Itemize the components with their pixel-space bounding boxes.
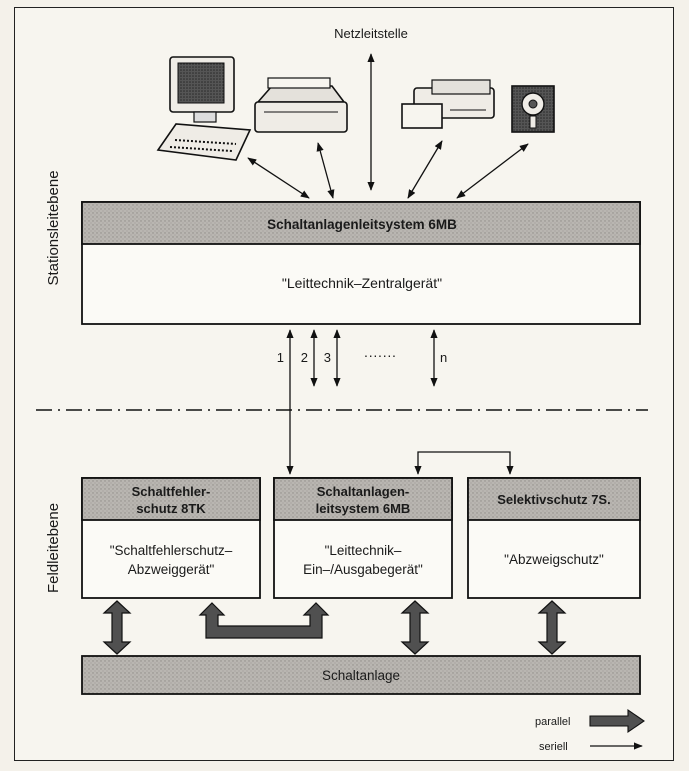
switchgear-label: Schaltanlage [322,668,400,683]
printer-icon [254,77,348,133]
channel-label-3: 3 [324,350,331,365]
field-box-interlocking [81,477,261,599]
field-level-label: Feldleitebene [45,503,62,593]
legend-parallel-arrow [589,708,645,734]
field-box-1-body-line-1: "Schaltfehlerschutz– [110,543,233,558]
field-box-2-title-line-2: leitsystem 6MB [316,501,411,516]
legend-serial-label: seriell [539,741,568,753]
field-box-3-title: Selektivschutz 7S. [497,492,610,507]
central-system-box [81,201,641,325]
parallel-arrows-to-switchgear [102,600,567,655]
serial-link-box2-box3 [414,451,514,475]
station-level-label: Stationsleitebene [45,170,62,285]
parallel-link-box1-box2 [198,602,330,639]
central-system-subtitle: "Leittechnik–Zentralgerät" [282,275,442,291]
field-box-1-title-line-1: Schaltfehler- [132,484,211,499]
legend-parallel-label: parallel [535,716,570,728]
recorder-icon [401,79,495,129]
device-connection-arrows [247,53,529,199]
channel-label-1: 1 [277,350,284,365]
field-box-2-body-line-1: "Leittechnik– [325,543,402,558]
switchgear-bar [81,655,641,695]
field-box-2-body-line-2: Ein–/Ausgabegerät" [303,562,423,577]
field-box-2-title-line-1: Schaltanlagen- [317,484,409,499]
central-system-title: Schaltanlagenleitsystem 6MB [267,217,457,232]
field-box-3-body: "Abzweigschutz" [504,552,604,567]
channel-label-2: 2 [301,350,308,365]
channel-dots: ······· [364,347,397,363]
channel-label-n: n [440,350,447,365]
field-box-1-body-line-2: Abzweiggerät" [128,562,215,577]
control-center-label: Netzleitstelle [334,26,408,41]
channel-arrows [286,329,438,475]
legend: parallel seriell [535,708,645,753]
computer-terminal-icon [156,56,252,161]
field-box-protection [467,477,641,599]
field-box-1-title-line-2: schutz 8TK [136,501,206,516]
field-box-control [273,477,453,599]
disk-drive-icon [511,85,555,133]
